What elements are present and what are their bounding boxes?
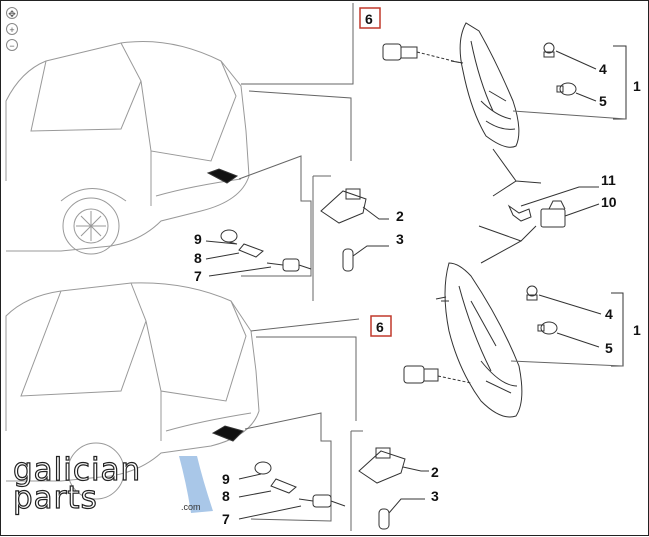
connector-10 xyxy=(540,200,600,228)
bulb-4-top xyxy=(543,42,597,70)
bulb-3-bottom xyxy=(378,498,425,530)
callout-6-top[interactable]: 6 xyxy=(365,11,373,27)
rear-lamp-bottom xyxy=(444,262,523,418)
plate-light-2-bottom xyxy=(358,447,429,484)
lamp-holder-7-bottom xyxy=(238,494,346,520)
plate-light-location-bottom xyxy=(211,425,244,442)
callout-5-bottom[interactable]: 5 xyxy=(605,340,613,356)
callout-2-top[interactable]: 2 xyxy=(396,208,404,224)
lamp-holder-7-top xyxy=(208,258,312,277)
callout-10-top[interactable]: 10 xyxy=(601,194,617,210)
bulb-5-bottom xyxy=(537,321,600,348)
logo-line-2: parts xyxy=(12,480,98,516)
plate-light-2-top xyxy=(320,188,389,224)
callout-1-bottom[interactable]: 1 xyxy=(633,322,641,338)
connector-11 xyxy=(507,186,599,222)
callout-3-bottom[interactable]: 3 xyxy=(431,488,439,504)
zoom-in-button[interactable]: + xyxy=(6,23,18,35)
callout-7-top[interactable]: 7 xyxy=(194,268,202,284)
logo-accent-shape xyxy=(179,456,213,513)
callout-3-top[interactable]: 3 xyxy=(396,231,404,247)
logo-domain: .com xyxy=(181,502,201,512)
galician-parts-logo: galician parts .com xyxy=(11,453,211,523)
callout-7-bottom[interactable]: 7 xyxy=(222,511,230,527)
bulb-5-top xyxy=(556,82,597,102)
callout-2-bottom[interactable]: 2 xyxy=(431,464,439,480)
rear-lamp-top xyxy=(459,22,520,148)
grommet-9-top xyxy=(205,229,238,245)
callout-9-top[interactable]: 9 xyxy=(194,231,202,247)
callout-box-6-top xyxy=(359,7,381,29)
terminal-8-bottom xyxy=(238,478,297,498)
callout-box-6-bottom xyxy=(370,315,392,337)
callout-5-top[interactable]: 5 xyxy=(599,93,607,109)
terminal-8-top xyxy=(205,243,264,260)
bulb-holder-6-top xyxy=(382,43,462,64)
callout-4-top[interactable]: 4 xyxy=(599,61,607,77)
move-icon[interactable]: ✥ xyxy=(6,7,18,19)
callout-8-top[interactable]: 8 xyxy=(194,250,202,266)
bulb-3-top xyxy=(342,245,389,272)
bulb-4-bottom xyxy=(526,285,602,315)
callout-1-top[interactable]: 1 xyxy=(633,78,641,94)
zoom-out-button[interactable]: − xyxy=(6,39,18,51)
plate-light-location-top xyxy=(206,168,239,184)
bulb-holder-6-bottom xyxy=(403,365,472,384)
car-top-outline xyxy=(5,41,250,255)
callout-9-bottom[interactable]: 9 xyxy=(222,471,230,487)
logo-line-1: galician xyxy=(12,452,142,488)
callout-6-bottom[interactable]: 6 xyxy=(376,319,384,335)
callout-8-bottom[interactable]: 8 xyxy=(222,488,230,504)
callout-4-bottom[interactable]: 4 xyxy=(605,306,613,322)
callout-11-top[interactable]: 11 xyxy=(601,172,616,188)
grommet-9-bottom xyxy=(238,461,272,480)
